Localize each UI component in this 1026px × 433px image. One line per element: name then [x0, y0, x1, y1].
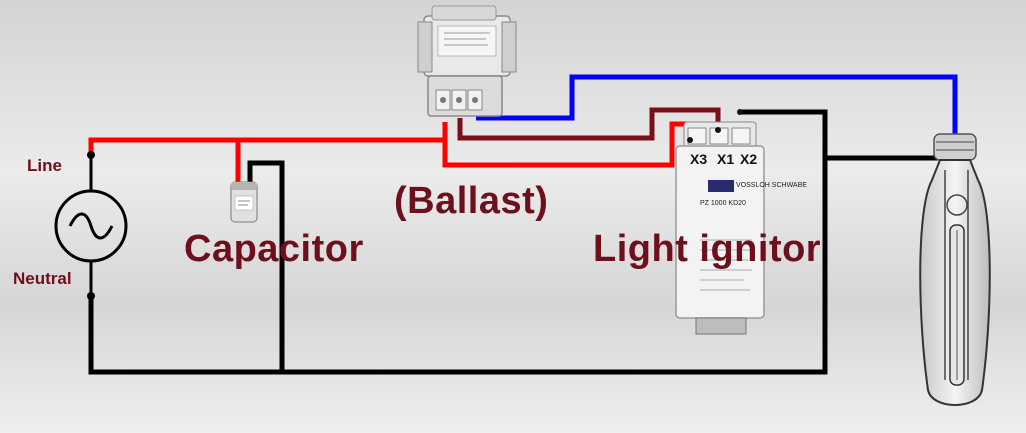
neutral-loop-wire: [88, 109, 828, 375]
ballast-to-x1-wire: [457, 107, 721, 141]
ac-source-icon: [54, 151, 128, 300]
ballast-label: (Ballast): [394, 180, 549, 222]
x2-terminal-dot: [737, 109, 743, 115]
line-label: Line: [27, 156, 62, 175]
terminal-x1-label: X1: [717, 151, 735, 167]
capacitor-icon: [230, 181, 258, 223]
x1-terminal-dot: [715, 127, 721, 133]
lamp-icon: [919, 133, 991, 406]
terminal-x2-label: X2: [740, 151, 758, 167]
line-to-ballast-wire: [88, 122, 448, 155]
ignitor-model-text: PZ 1000 KD20: [700, 200, 746, 207]
ballast-icon: [417, 5, 517, 117]
ignitor-icon: [675, 121, 765, 335]
ballast-to-lamp-wire: [476, 74, 958, 136]
x3-terminal-dot: [687, 137, 693, 143]
capacitor-label: Capacitor: [184, 228, 364, 270]
ignitor-label: Light ignitor: [593, 228, 822, 270]
ignitor-brand-text: VOSSLOH SCHWABE: [736, 182, 807, 189]
terminal-x3-label: X3: [690, 151, 708, 167]
neutral-label: Neutral: [13, 269, 72, 288]
